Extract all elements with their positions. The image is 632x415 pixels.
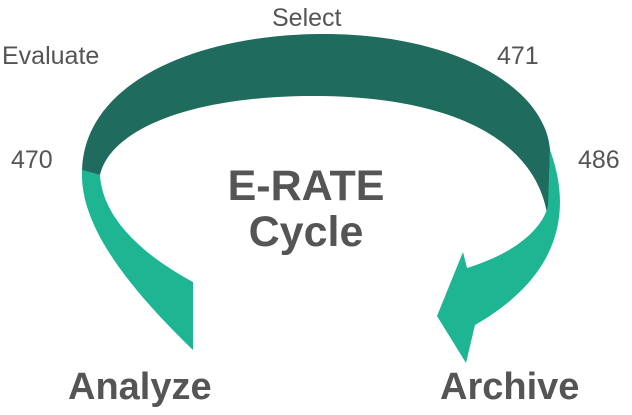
label-486: 486 <box>578 146 620 174</box>
label-select: Select <box>272 4 342 32</box>
label-470: 470 <box>11 146 53 174</box>
label-evaluate: Evaluate <box>2 42 100 70</box>
label-analyze: Analyze <box>68 366 212 408</box>
cycle-arrow-right-head <box>437 150 560 363</box>
center-title-line2: Cycle <box>248 208 364 257</box>
center-title: E-RATE Cycle <box>186 163 426 256</box>
center-title-line1: E-RATE <box>227 162 385 210</box>
cycle-arrow-left-tail <box>81 170 193 350</box>
label-471: 471 <box>497 42 539 70</box>
label-archive: Archive <box>440 366 580 408</box>
cycle-arrow-top-band <box>82 33 550 221</box>
